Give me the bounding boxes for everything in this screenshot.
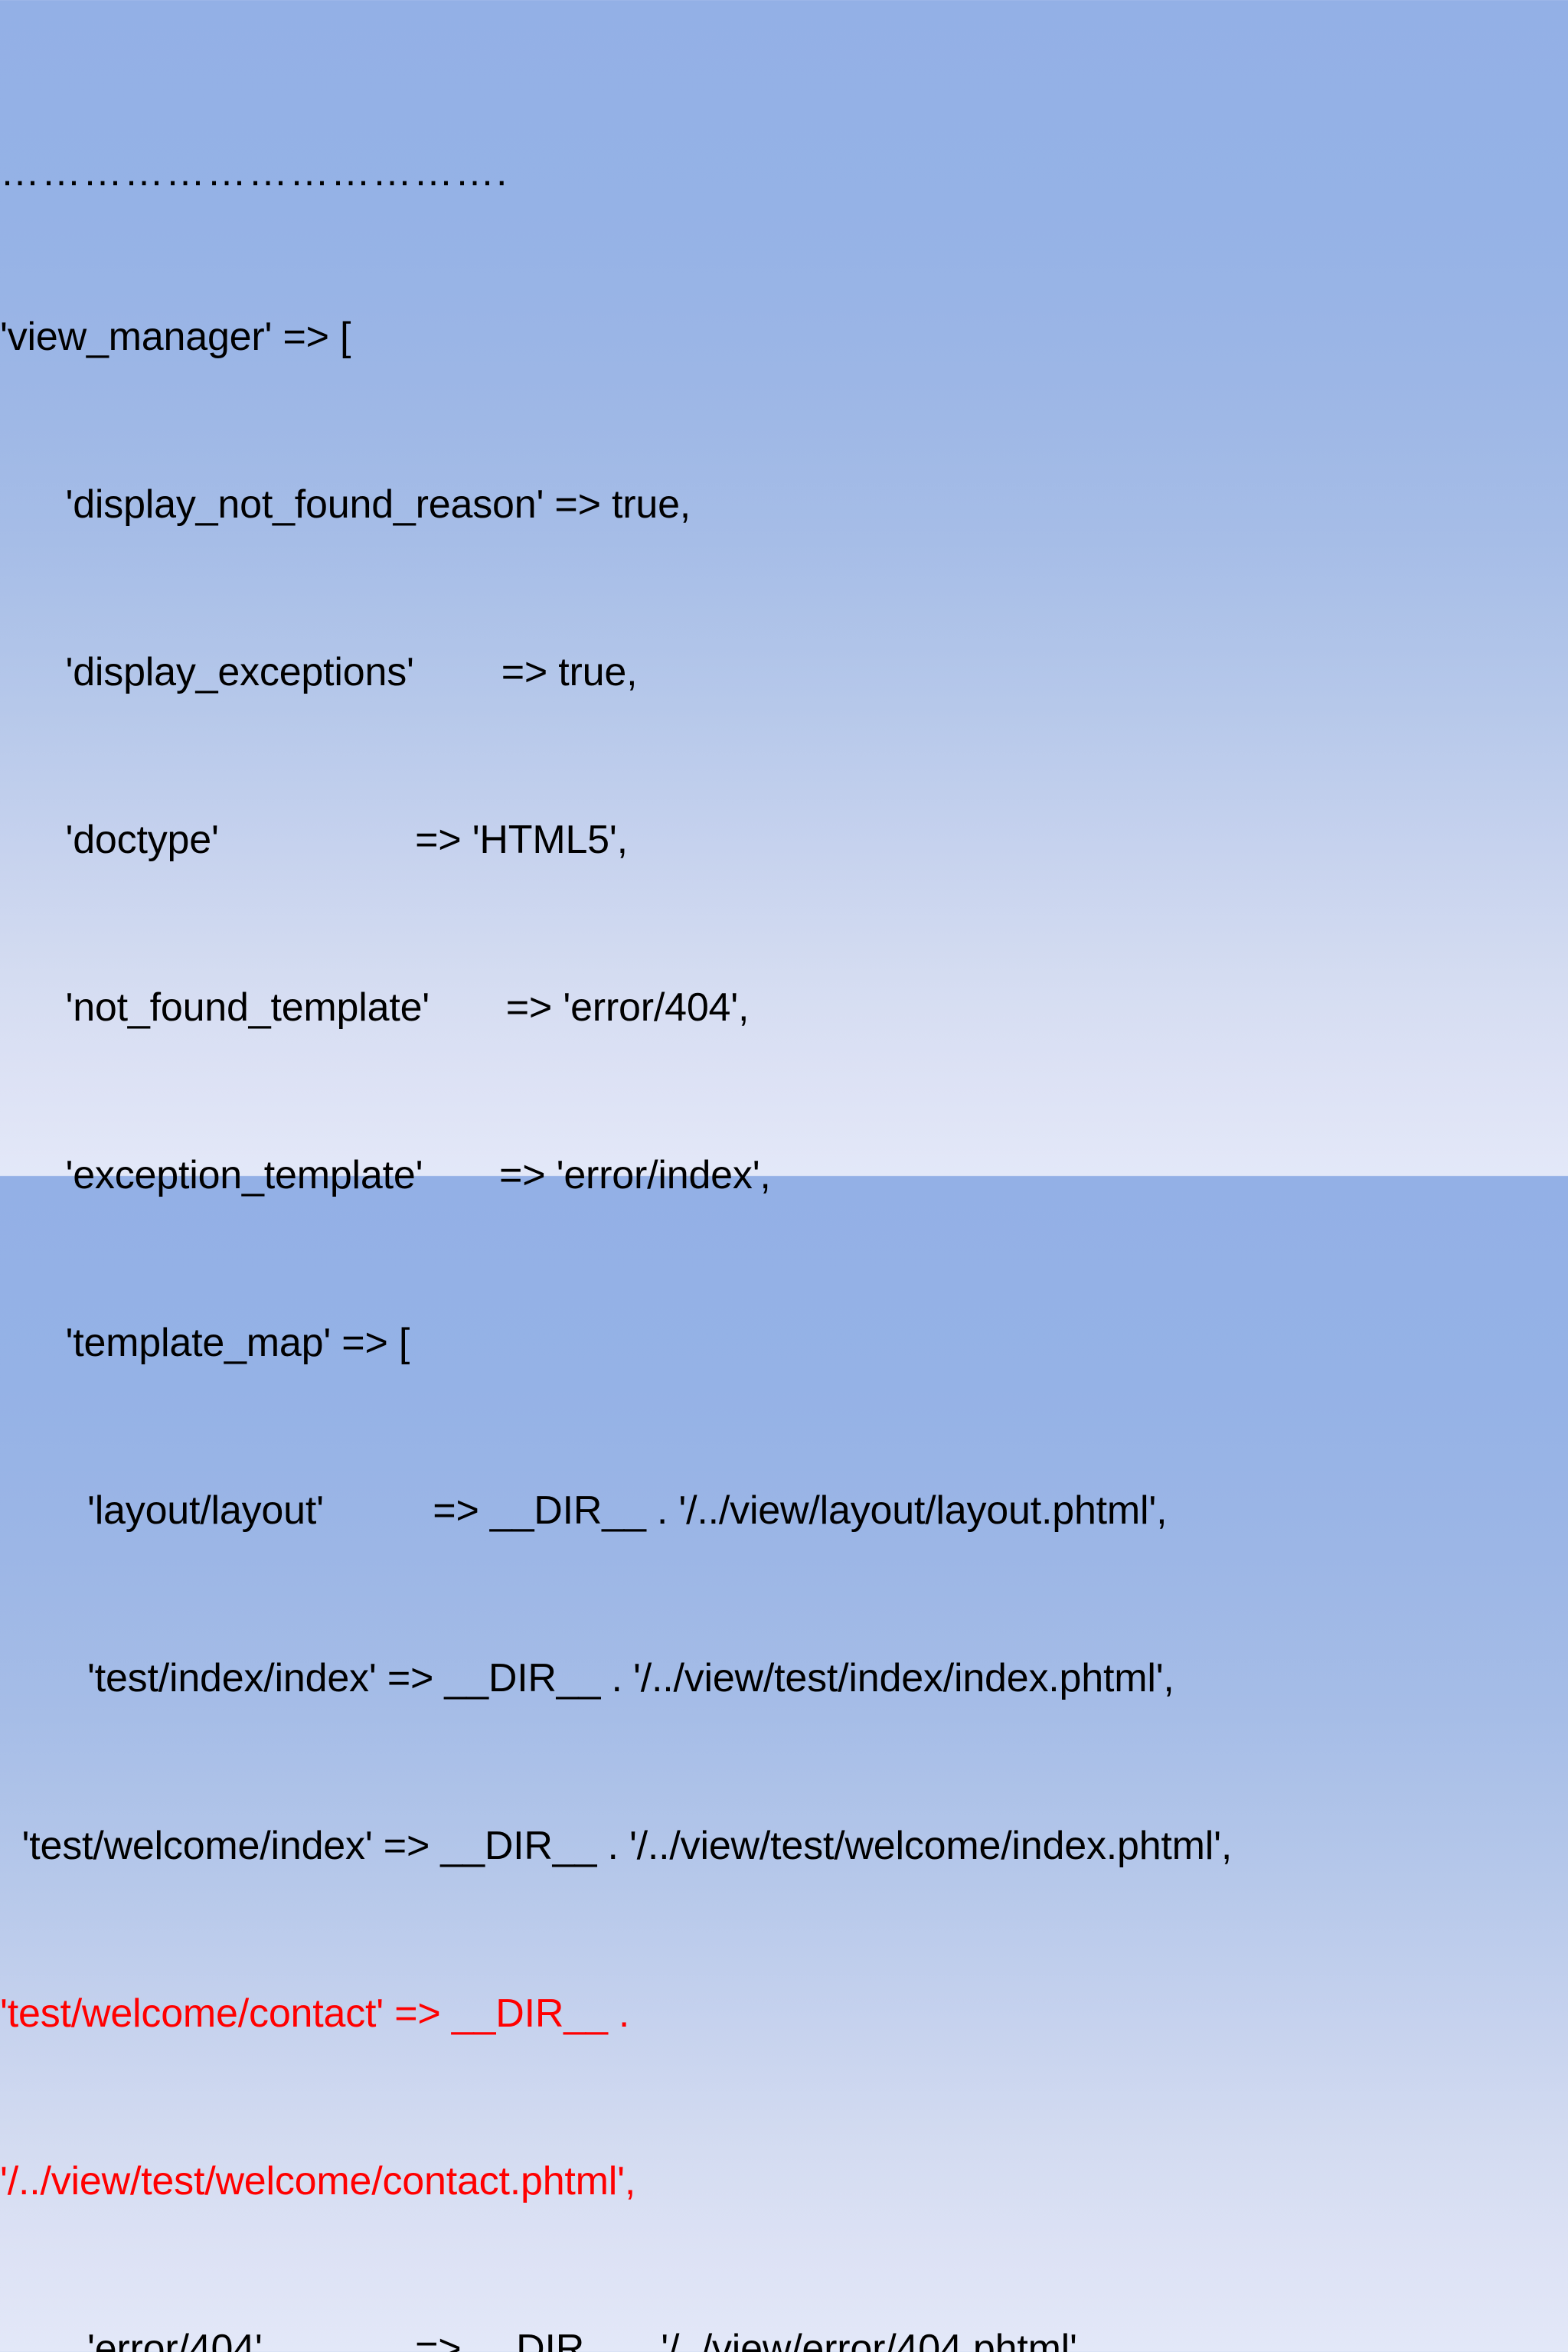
code-line-map-test-welcome-contact-1: 'test/welcome/contact' => __DIR__ . bbox=[0, 1991, 630, 2036]
slide-canvas: ………………………………. 'view_manager' => [ 'displ… bbox=[0, 150, 1232, 2352]
code-line-map-layout-layout: 'layout/layout' => __DIR__ . '/../view/l… bbox=[0, 1488, 1168, 1533]
code-line-display-exceptions: 'display_exceptions' => true, bbox=[0, 650, 638, 694]
code-line-map-test-index-index: 'test/index/index' => __DIR__ . '/../vie… bbox=[0, 1656, 1174, 1700]
code-line-not-found-template: 'not_found_template' => 'error/404', bbox=[0, 985, 750, 1030]
code-line-map-error-404: 'error/404' => __DIR__ . '/../view/error… bbox=[0, 2327, 1089, 2352]
code-line-template-map-open: 'template_map' => [ bbox=[0, 1321, 410, 1365]
code-listing: ………………………………. 'view_manager' => [ 'displ… bbox=[0, 35, 1539, 2352]
code-line-map-test-welcome-contact-2: '/../view/test/welcome/contact.phtml', bbox=[0, 2159, 636, 2203]
code-line-view-manager: 'view_manager' => [ bbox=[0, 315, 351, 359]
code-line-doctype: 'doctype' => 'HTML5', bbox=[0, 818, 628, 862]
code-line-display-not-found-reason: 'display_not_found_reason' => true, bbox=[0, 482, 691, 527]
code-line-map-test-welcome-index: 'test/welcome/index' => __DIR__ . '/../v… bbox=[0, 1824, 1233, 1868]
code-line-ellipsis: ………………………………. bbox=[0, 150, 509, 194]
